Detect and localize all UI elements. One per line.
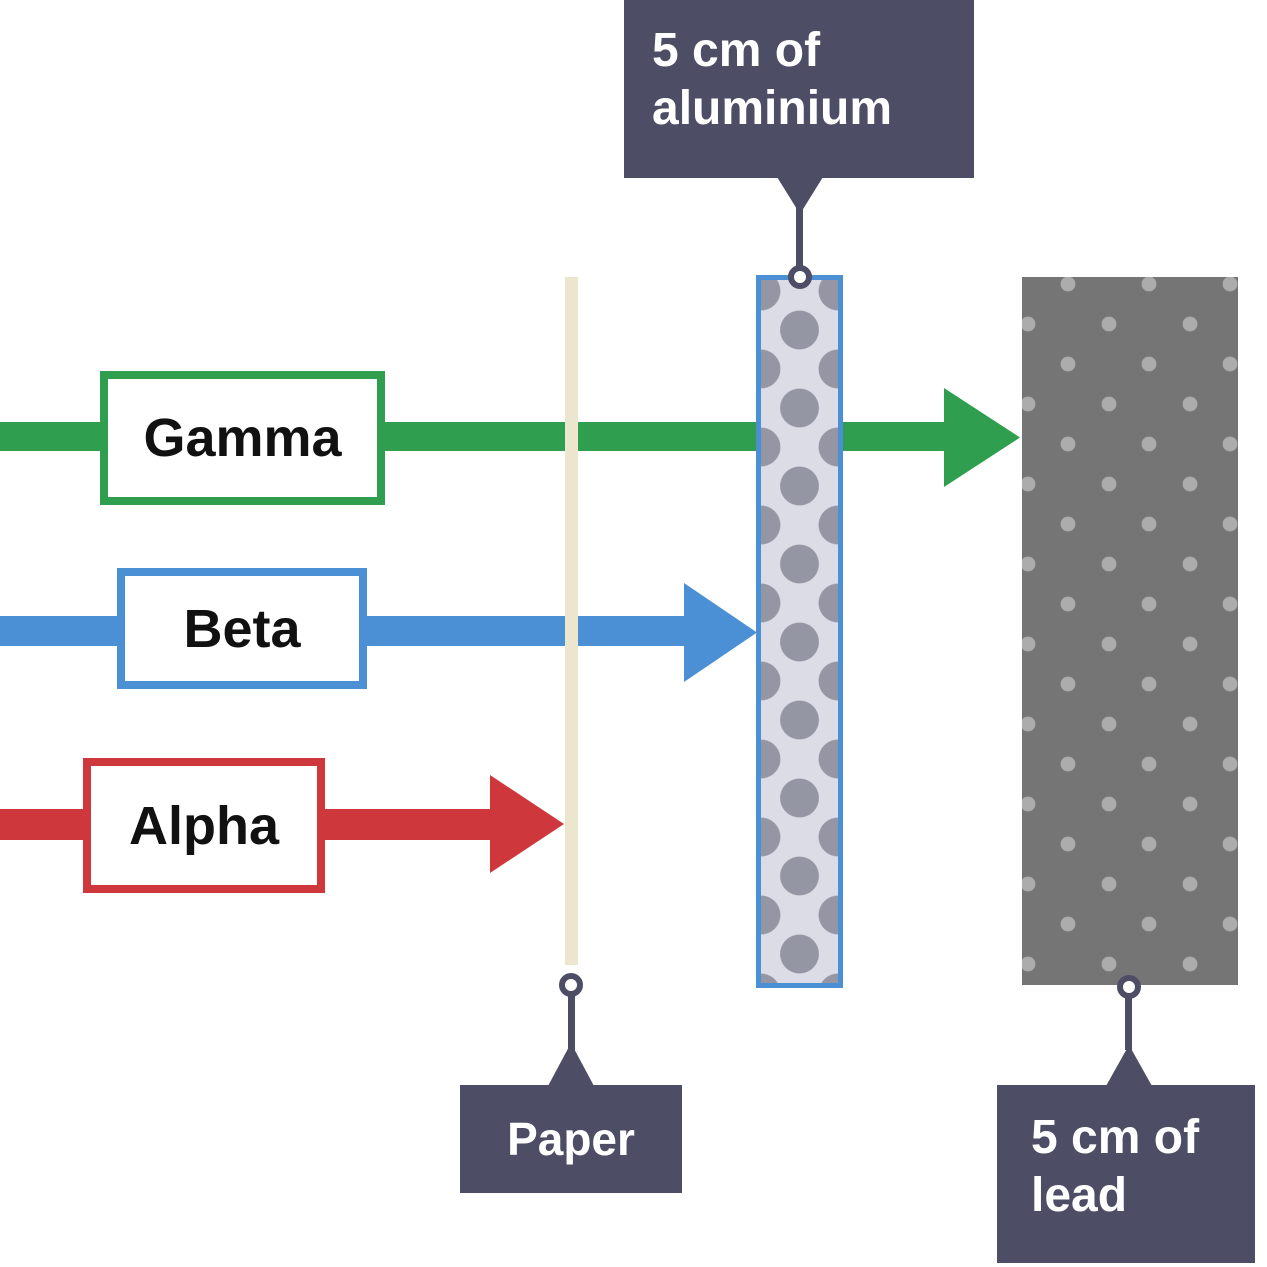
alpha-arrowhead-icon	[490, 775, 564, 873]
alpha-label-box: Alpha	[83, 758, 325, 893]
aluminium-callout-pin-icon	[788, 265, 812, 289]
lead-callout-line2: lead	[1031, 1169, 1128, 1222]
aluminium-callout-line2: aluminium	[652, 82, 893, 135]
paper-callout-pointer-icon	[548, 1043, 594, 1086]
gamma-label: Gamma	[143, 408, 342, 468]
paper-callout-label: Paper	[507, 1113, 635, 1165]
gamma-arrowhead-icon	[944, 388, 1020, 487]
lead-callout-box: 5 cm of lead	[997, 1085, 1255, 1263]
lead-callout-pin-icon	[1117, 975, 1141, 999]
paper-callout-stem	[568, 995, 575, 1050]
beta-label-box: Beta	[117, 568, 367, 689]
aluminium-callout-line1: 5 cm of	[652, 24, 821, 77]
paper-callout-box: Paper	[460, 1085, 682, 1193]
aluminium-callout-box: 5 cm of aluminium	[624, 0, 974, 178]
aluminium-barrier	[756, 275, 843, 988]
beta-arrowhead-icon	[684, 583, 757, 682]
paper-callout-pin-icon	[559, 973, 583, 997]
lead-callout-stem	[1125, 997, 1132, 1050]
paper-barrier	[565, 277, 578, 965]
lead-callout-line1: 5 cm of	[1031, 1111, 1200, 1164]
lead-barrier	[1022, 277, 1238, 985]
lead-callout-pointer-icon	[1106, 1045, 1152, 1086]
beta-label: Beta	[183, 598, 301, 659]
gamma-label-box: Gamma	[100, 371, 385, 505]
alpha-label: Alpha	[128, 795, 279, 856]
aluminium-callout-stem	[796, 206, 803, 268]
